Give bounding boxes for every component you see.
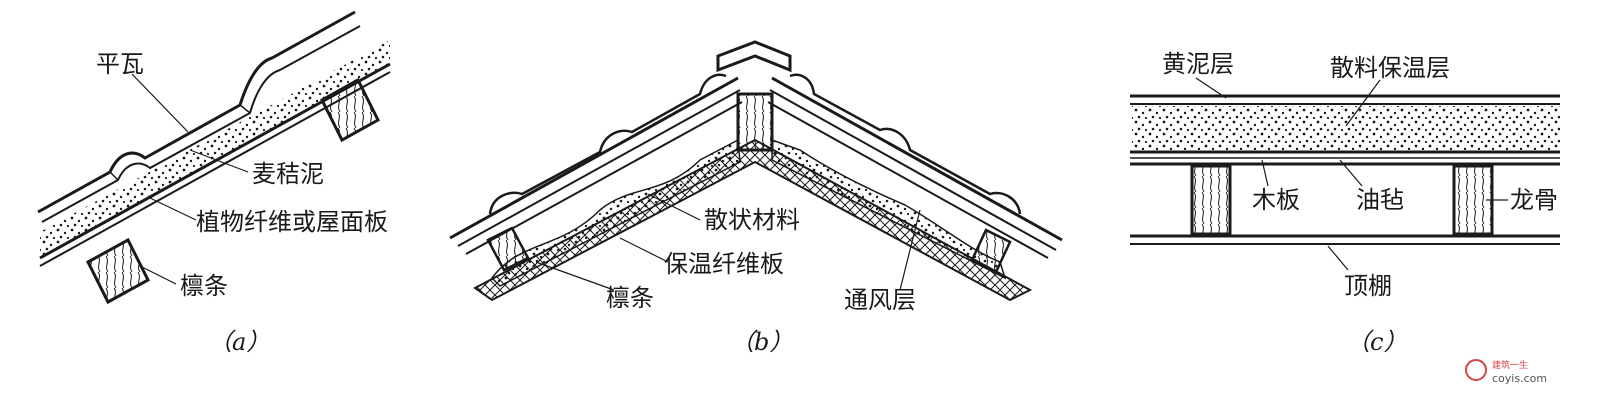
label-fiber-board: 植物纤维或屋面板 (196, 208, 388, 236)
joist-right (1452, 164, 1494, 236)
loose-insulation-layer (1132, 106, 1560, 150)
label-vent-layer: 通风层 (844, 286, 916, 314)
ridge-cap (716, 40, 792, 73)
panel-b-drawing (449, 40, 1063, 302)
label-purlin-b: 檩条 (606, 284, 654, 312)
label-wood-board: 木板 (1252, 186, 1300, 214)
label-joist: 龙骨 (1510, 186, 1558, 214)
loose-material-right (771, 138, 1007, 280)
label-tile: 平瓦 (96, 50, 144, 78)
label-straw-mud: 麦秸泥 (252, 160, 324, 188)
panel-c-drawing (1130, 77, 1560, 271)
purlin-lower (86, 237, 150, 305)
label-clay-layer: 黄泥层 (1162, 50, 1234, 78)
caption-b: （b） (730, 328, 793, 356)
panel-a-drawing (37, 10, 391, 305)
flat-tile-top (37, 10, 356, 214)
purlin-left (486, 226, 530, 272)
straw-mud-layer (40, 40, 390, 258)
flat-tile-inner (41, 25, 361, 223)
watermark-logo-icon (1465, 359, 1487, 381)
label-purlin-a: 檩条 (180, 272, 228, 300)
purlin-upper (320, 77, 380, 143)
ridge-purlin (736, 92, 774, 152)
caption-c: （c） (1346, 328, 1407, 356)
label-loose-material: 散状材料 (704, 206, 800, 234)
label-loose-insulation: 散料保温层 (1330, 54, 1450, 82)
purlin-right (970, 228, 1012, 274)
caption-a: （a） (208, 328, 270, 356)
watermark-line1: 建筑一生 (1492, 359, 1528, 371)
label-felt: 油毡 (1356, 186, 1404, 214)
label-insulation-board: 保温纤维板 (664, 250, 784, 278)
label-ceiling: 顶棚 (1344, 272, 1392, 300)
watermark: 建筑一生 coyis.com (1465, 359, 1547, 385)
watermark-line2: coyis.com (1492, 372, 1547, 385)
joist-left (1190, 164, 1232, 236)
